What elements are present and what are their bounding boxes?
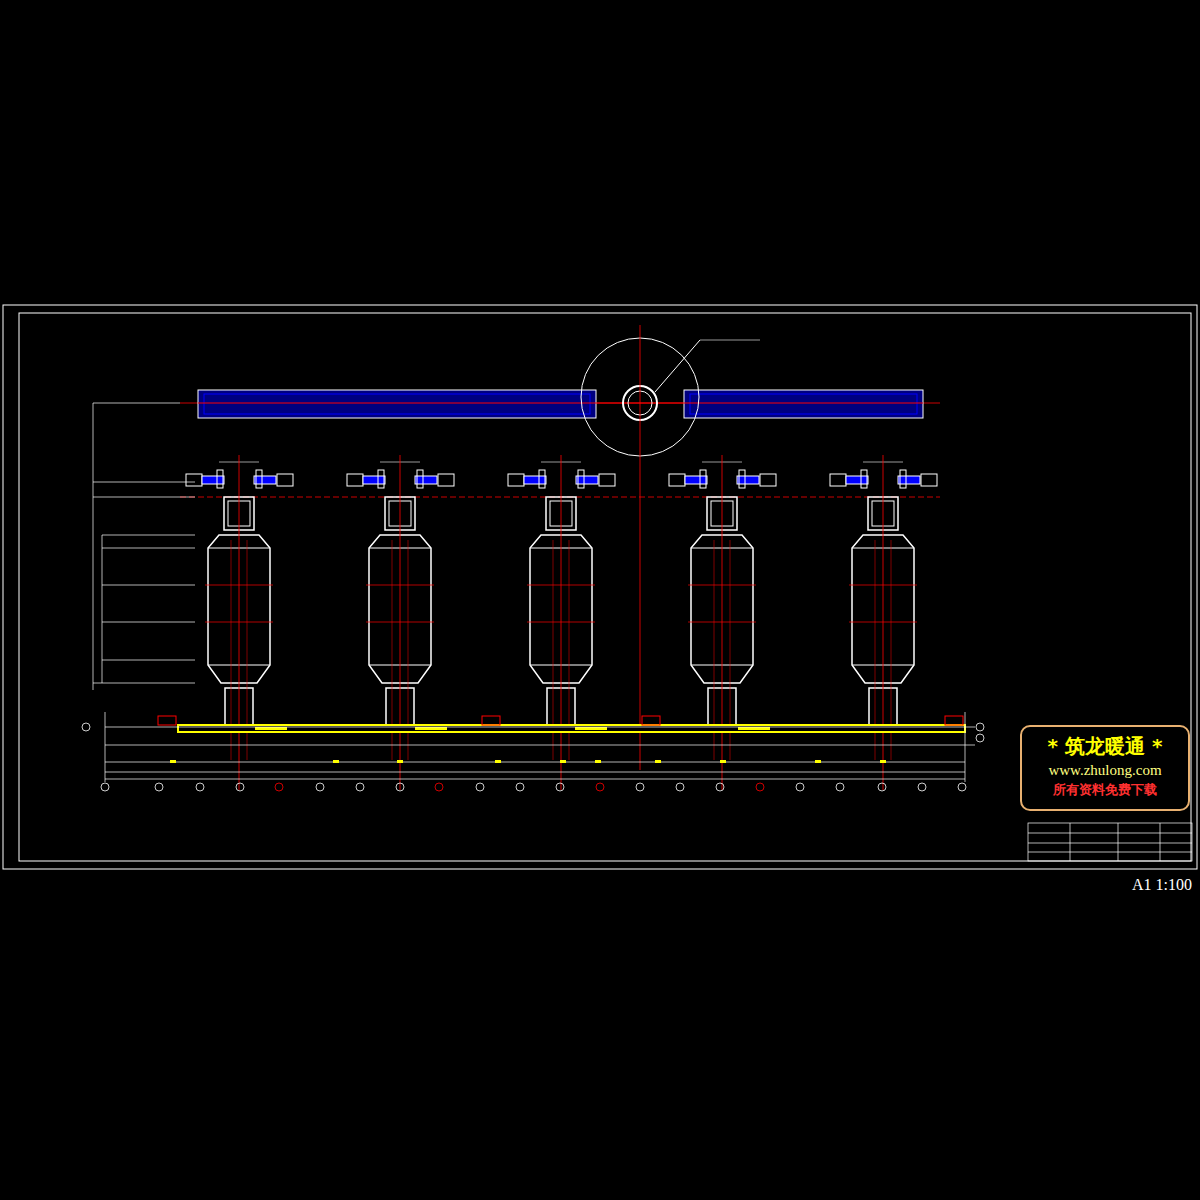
- watermark-text: * 筑龙暖通 *: [1030, 733, 1180, 760]
- plan-dimension: [105, 712, 975, 782]
- elevation-dimension: [93, 403, 195, 690]
- axis-bubble: [82, 723, 984, 791]
- watermark-box: * 筑龙暖通 * www.zhulong.com 所有资料免费下载: [1020, 725, 1190, 811]
- title-block: [1028, 823, 1192, 861]
- watermark-text: www.zhulong.com: [1030, 762, 1180, 779]
- sheet-scale: A1 1:100: [1132, 876, 1192, 894]
- watermark-text: 所有资料免费下载: [1030, 781, 1180, 799]
